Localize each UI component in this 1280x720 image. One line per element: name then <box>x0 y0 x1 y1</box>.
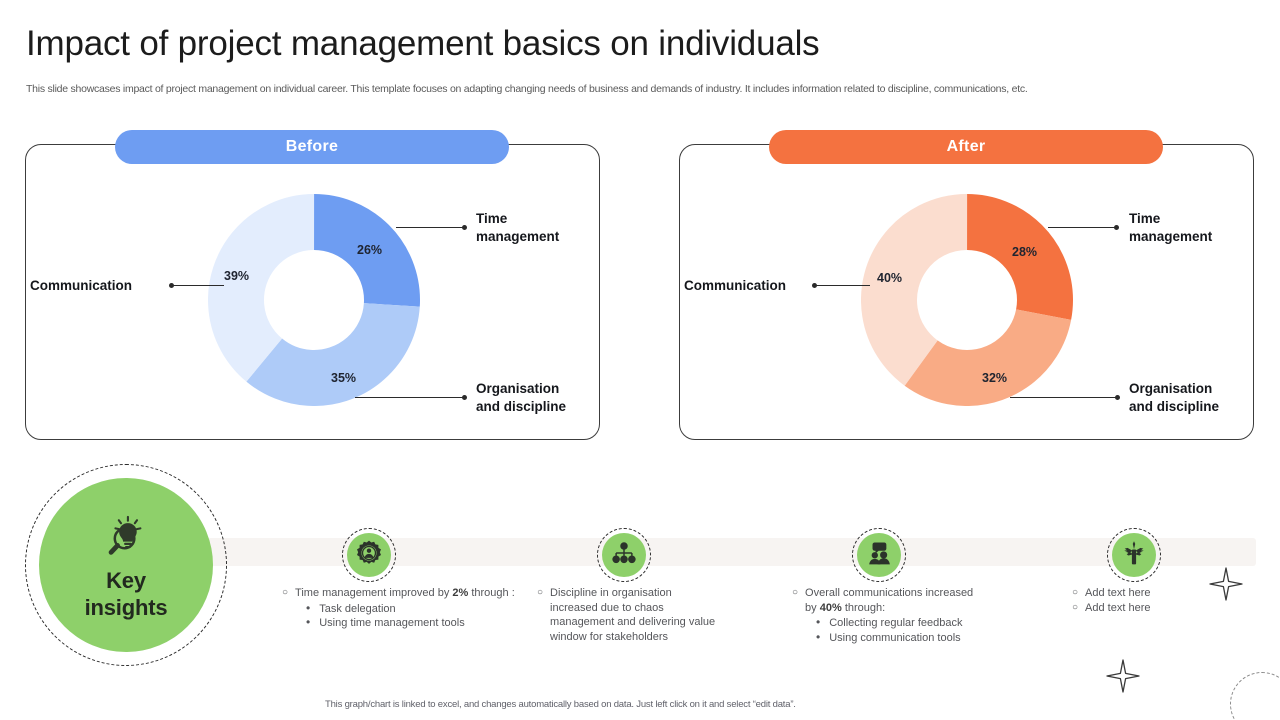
bullet-marker: ○ <box>1072 601 1079 613</box>
people-chat-icon <box>865 539 893 572</box>
page-subtitle: This slide showcases impact of project m… <box>26 83 1028 95</box>
key-insights-badge: Key insights <box>39 478 213 652</box>
insight-bullet-3: ○ Overall communications increased by 40… <box>792 587 974 614</box>
insight-column-1: ○ Time management improved by 2% through… <box>282 586 517 631</box>
insight-icon-node-1[interactable] <box>342 528 396 582</box>
insight-column-2: ○ Discipline in organisation increased d… <box>537 586 722 644</box>
insight-bullet-4a: ○ Add text here <box>1072 587 1151 599</box>
after-pill-label: After <box>946 138 986 155</box>
after-label-time-management: Time management <box>1129 211 1213 244</box>
before-value-communication: 39% <box>224 269 250 283</box>
insight-icon-node-2[interactable] <box>597 528 651 582</box>
insight-bullet-1: ○ Time management improved by 2% through… <box>282 587 515 599</box>
insight-sublist-1: • Task delegation • Using time managemen… <box>282 600 517 631</box>
icon-disc-3 <box>857 533 901 577</box>
before-leader-dot-time <box>462 224 467 230</box>
insight-column-4: ○ Add text here ○ Add text here <box>1072 586 1222 615</box>
icon-disc-4 <box>1112 533 1156 577</box>
sub-bullet-marker: • <box>306 615 311 629</box>
after-donut-svg <box>861 194 1073 406</box>
icon-disc-2 <box>602 533 646 577</box>
insight-subbullet: • Using time management tools <box>306 615 465 630</box>
bullet-marker: ○ <box>537 587 544 598</box>
sub-bullet-marker: • <box>816 629 821 644</box>
before-label-communication: Communication <box>30 278 133 293</box>
after-label-organisation: Organisation and discipline <box>1129 381 1220 414</box>
key-insights-label: Key insights <box>84 567 168 620</box>
before-value-organisation: 35% <box>331 371 357 385</box>
before-donut-svg <box>208 194 420 406</box>
dashed-ring-3 <box>852 528 906 582</box>
before-leader-time <box>396 227 464 228</box>
bullet-marker: ○ <box>792 587 799 598</box>
before-leader-dot-communication <box>169 282 174 288</box>
insight-subbullet: • Collecting regular feedback <box>816 615 963 630</box>
after-value-time-management: 28% <box>1012 245 1038 259</box>
after-leader-dot-communication <box>812 282 817 288</box>
insight-bullet-2: ○ Discipline in organisation increased d… <box>537 587 716 643</box>
after-pill: After <box>769 130 1163 164</box>
before-pill: Before <box>115 130 509 164</box>
plant-growth-icon <box>1120 539 1148 572</box>
insight-icon-node-4[interactable] <box>1107 528 1161 582</box>
before-donut-chart <box>208 194 420 406</box>
gear-person-icon <box>355 539 383 572</box>
page-title: Impact of project management basics on i… <box>26 24 820 63</box>
insight-sublist-3: • Collecting regular feedback • Using co… <box>792 616 987 645</box>
insight-subbullet: • Using communication tools <box>816 629 961 644</box>
after-slice-organisation <box>861 194 1073 406</box>
before-leader-communication <box>172 285 224 286</box>
before-leader-dot-organisation <box>462 394 467 400</box>
sub-bullet-marker: • <box>306 600 311 615</box>
four-point-star-icon <box>1105 658 1141 699</box>
sub-bullet-marker: • <box>816 615 821 629</box>
four-point-star-icon <box>1208 566 1244 607</box>
before-slice-organisation <box>208 194 420 406</box>
insight-icon-node-3[interactable] <box>852 528 906 582</box>
after-donut-chart <box>861 194 1073 406</box>
dashed-ring-1 <box>342 528 396 582</box>
bullet-marker: ○ <box>1072 587 1079 598</box>
before-leader-organisation <box>355 397 464 398</box>
after-leader-dot-time <box>1114 224 1119 230</box>
after-label-communication: Communication <box>684 278 787 293</box>
icon-disc-1 <box>347 533 391 577</box>
after-value-communication: 40% <box>877 271 903 285</box>
after-leader-time <box>1048 227 1116 228</box>
after-leader-communication <box>815 285 870 286</box>
bullet-marker: ○ <box>282 587 289 598</box>
before-pill-label: Before <box>285 138 339 155</box>
after-leader-dot-organisation <box>1115 394 1120 400</box>
insight-bullet-4b: ○ Add text here <box>1072 601 1151 614</box>
insight-column-3: ○ Overall communications increased by 40… <box>792 586 987 645</box>
before-label-time-management: Time management <box>476 211 560 244</box>
before-value-time-management: 26% <box>357 243 383 257</box>
footer-note: This graph/chart is linked to excel, and… <box>325 699 796 710</box>
dashed-ring-2 <box>597 528 651 582</box>
dashed-circle-decoration <box>1230 672 1280 720</box>
dashed-ring-4 <box>1107 528 1161 582</box>
after-leader-organisation <box>1010 397 1117 398</box>
org-chart-icon <box>610 539 638 572</box>
insights-band <box>120 538 1256 566</box>
before-label-organisation: Organisation and discipline <box>476 381 567 414</box>
key-insights-dashed-ring <box>25 464 227 666</box>
after-value-organisation: 32% <box>982 371 1008 385</box>
insight-subbullet: • Task delegation <box>306 600 396 615</box>
lightbulb-magnifier-icon <box>103 514 149 565</box>
before-slice-communication <box>208 194 420 406</box>
